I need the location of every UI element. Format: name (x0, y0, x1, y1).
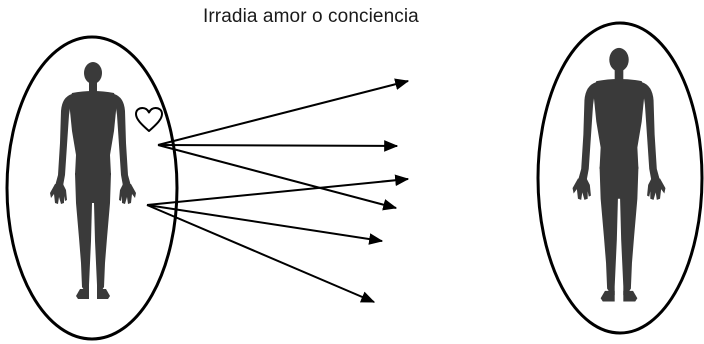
left-person-silhouette (50, 62, 136, 299)
arrow-chest-2 (157, 140, 399, 152)
arrow-hand-2 (146, 204, 384, 245)
diagram-caption: Irradia amor o conciencia (203, 6, 419, 27)
arrow-hand-3 (146, 204, 376, 303)
arrow-hand-1 (146, 174, 410, 206)
arrows-from-hand (146, 174, 410, 303)
left-person-group (5, 35, 179, 341)
arrows-from-chest (157, 78, 410, 211)
arrow-chest-3 (157, 144, 398, 211)
right-person-silhouette (572, 47, 666, 302)
arrow-chest-1 (157, 78, 410, 146)
left-aura-ellipse (5, 35, 179, 341)
right-aura-ellipse (536, 21, 704, 335)
right-person-group (536, 21, 704, 335)
heart-outline-icon (135, 107, 163, 132)
